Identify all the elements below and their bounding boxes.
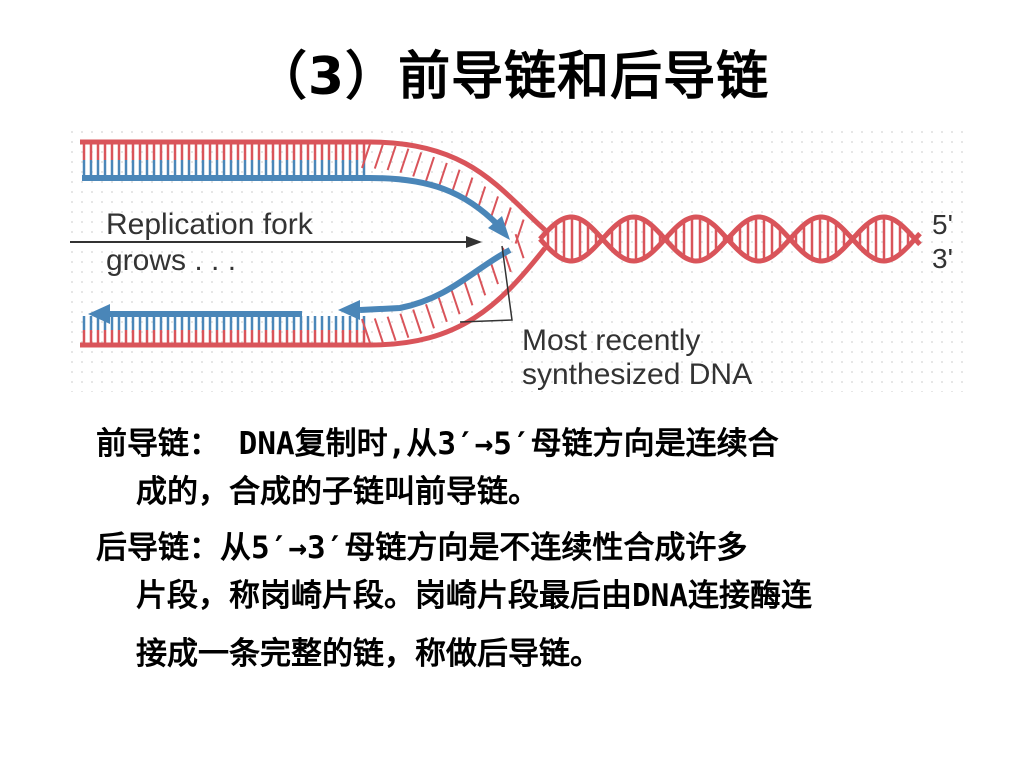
helix-base-pairs	[546, 217, 910, 261]
leading-strand-arrowhead	[488, 216, 510, 240]
base-pair-rung	[373, 144, 384, 169]
base-pair-rung	[412, 152, 423, 177]
three-prime-label: 3'	[932, 243, 953, 274]
lagging-strand-fragment	[359, 247, 512, 313]
leading-strand-definition: 前导链： DNA复制时,从3′→5′母链方向是连续合 成的，合成的子链叫前导链。	[96, 420, 1006, 516]
base-pair-rung	[399, 148, 410, 174]
fork-growth-arrowhead	[466, 236, 482, 248]
synthesized-label-line1: Most recently	[522, 324, 700, 357]
leading-line-1: 前导链： DNA复制时,从3′→5′母链方向是连续合	[96, 426, 779, 462]
lagging-fragment-arrowhead	[338, 300, 360, 320]
fork-label-line1: Replication fork	[106, 208, 314, 241]
lagging-strand-definition: 后导链：从5′→3′母链方向是不连续性合成许多 片段，称岗崎片段。岗崎片段最后由…	[96, 524, 1006, 678]
base-pair-rung	[399, 313, 410, 339]
synthesized-label-line2: synthesized DNA	[522, 358, 752, 391]
slide-title: （3）前导链和后导链	[254, 47, 770, 107]
base-pair-rung	[361, 143, 371, 169]
explanation-text: 前导链： DNA复制时,从3′→5′母链方向是连续合 成的，合成的子链叫前导链。…	[96, 420, 1006, 678]
base-pair-rung	[437, 162, 448, 188]
helix-strand-b	[538, 214, 922, 264]
bottom-parental-base-pairs	[82, 233, 525, 344]
base-pair-rung	[386, 316, 397, 341]
base-pair-rung	[386, 145, 397, 171]
base-pair-rung	[412, 309, 423, 334]
replication-fork-diagram: Replication fork grows . . . Most recent…	[70, 130, 970, 392]
lagging-line-2: 片段，称岗崎片段。岗崎片段最后由DNA连接酶连	[136, 578, 812, 614]
base-pair-rung	[425, 303, 435, 329]
base-pair-rung	[514, 233, 525, 259]
base-pair-rung	[437, 297, 448, 323]
top-parental-strand	[80, 139, 547, 232]
leading-strand	[82, 175, 501, 228]
base-pair-rung	[361, 318, 371, 344]
base-pair-rung	[373, 318, 384, 343]
synthesized-dna-pointer	[459, 245, 513, 323]
leading-line-2: 成的，合成的子链叫前导链。	[136, 474, 539, 510]
five-prime-label: 5'	[932, 209, 953, 240]
lagging-line-1: 后导链：从5′→3′母链方向是不连续性合成许多	[96, 530, 748, 566]
lagging-line-3: 接成一条完整的链，称做后导链。	[136, 636, 601, 672]
base-pair-rung	[450, 289, 461, 315]
base-pair-rung	[425, 156, 435, 182]
fork-label-line2: grows . . .	[106, 244, 236, 277]
base-pair-rung	[476, 270, 487, 296]
base-pair-rung	[463, 281, 474, 306]
lagging-fragment-arrowhead	[88, 304, 110, 324]
